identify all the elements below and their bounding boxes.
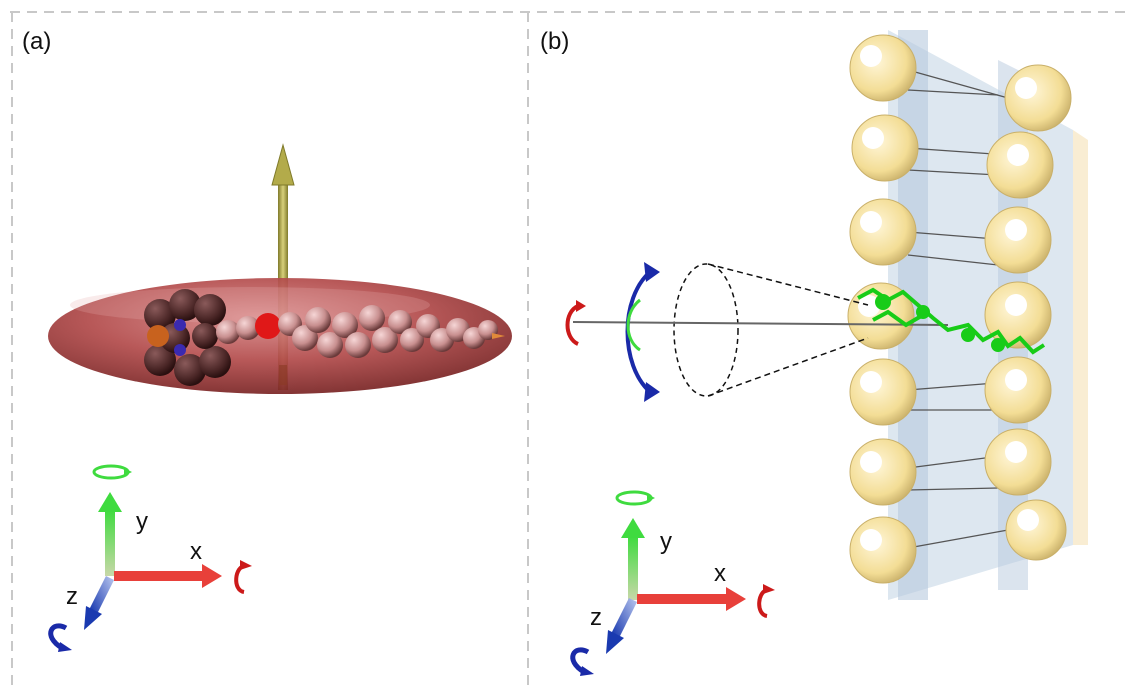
panel-b-label: (b) [540, 28, 570, 55]
z-axis-label: z [66, 583, 78, 610]
x-axis-label-b: x [714, 560, 726, 587]
y-axis-label-b: y [660, 528, 672, 555]
molecule [144, 289, 498, 386]
axes-a [48, 464, 252, 652]
panel-b: (b) [528, 0, 1142, 688]
z-axis-label-b: z [590, 604, 602, 631]
ellipsoid-molecule-diagram [48, 143, 512, 652]
green-molecule [857, 287, 1046, 355]
z-axis-arrow-b [609, 597, 638, 641]
x-axis-arrow-b [637, 594, 727, 604]
y-rotation-icon [92, 464, 130, 480]
z-axis-arrow [87, 575, 115, 617]
x-rotation-icon [234, 564, 246, 594]
y-rotation-icon-b [615, 490, 653, 506]
x-axis-arrow [114, 571, 204, 581]
panel-a-label: (a) [22, 28, 52, 55]
z-rotation-icon-b [570, 647, 590, 675]
y-axis-arrow [105, 510, 115, 576]
membrane-diagram [565, 30, 1088, 676]
blue-wobble-arc [625, 270, 652, 394]
rotation-cone [572, 263, 949, 397]
z-rotation-icon [48, 623, 68, 651]
rotation-axis-line [572, 321, 949, 326]
y-axis-arrow-b [628, 536, 638, 600]
arrow-head [271, 143, 295, 186]
green-rotation-arc [626, 298, 641, 352]
y-axis-label: y [136, 508, 148, 535]
x-rotation-icon-b [757, 588, 769, 618]
panel-a: (a) [0, 0, 528, 688]
red-rotation-icon [565, 304, 580, 346]
x-axis-label: x [190, 538, 202, 565]
axes-b [570, 490, 775, 676]
